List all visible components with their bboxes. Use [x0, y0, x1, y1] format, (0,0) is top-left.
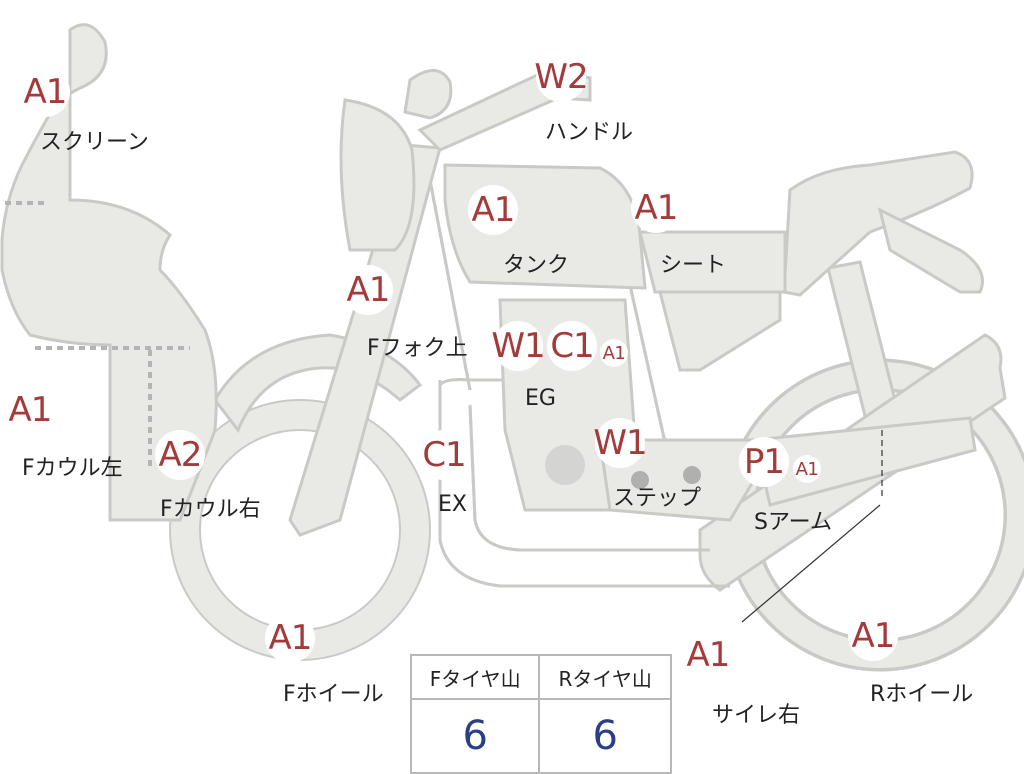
- fcowl-left-grade-badge: A1: [5, 385, 55, 435]
- side-cover-shape: [658, 290, 782, 372]
- engine-cover-circle: [545, 445, 585, 485]
- tire-tread-table: Fタイヤ山 Rタイヤ山 6 6: [409, 654, 672, 774]
- ex-grade-badge: C1: [419, 430, 469, 480]
- fwheel-label: Fホイール: [283, 682, 384, 707]
- eg-w1-grade-badge: W1: [491, 321, 546, 371]
- rwheel-grade-badge: A1: [848, 611, 898, 661]
- tank-grade-badge: A1: [468, 185, 518, 235]
- step-peg-left: [631, 471, 649, 489]
- screen-label: スクリーン: [40, 130, 149, 155]
- front-tire-value: 6: [409, 698, 541, 774]
- muffler-leader-line: [741, 504, 881, 623]
- tire-table-header-row: Fタイヤ山 Rタイヤ山: [409, 654, 672, 700]
- fwheel-grade-badge: A1: [265, 613, 315, 663]
- rear-tire-header: Rタイヤ山: [538, 654, 672, 700]
- front-tire-header: Fタイヤ山: [409, 654, 541, 700]
- eg-a1-grade-badge: A1: [600, 339, 628, 367]
- eg-label: EG: [525, 386, 556, 411]
- exhaust-header-fill: [438, 378, 560, 387]
- head-shape: [339, 98, 416, 252]
- step-grade-badge: W1: [593, 418, 648, 468]
- exhaust-pipe-inner-fill: [468, 404, 710, 552]
- tail-strut-shape: [877, 207, 984, 294]
- ffork-grade-badge: A1: [343, 265, 393, 315]
- rear-tire-value: 6: [538, 698, 672, 774]
- sarm-p1-grade-badge: P1: [739, 437, 789, 487]
- muffler-right-grade-badge: A1: [683, 630, 733, 680]
- fcowl-right-label: Fカウル右: [160, 497, 261, 522]
- step-label: ステップ: [613, 486, 702, 511]
- step-peg-right: [683, 466, 701, 484]
- sarm-a1-grade-badge: A1: [793, 455, 821, 483]
- eg-c1-grade-badge: C1: [547, 321, 597, 371]
- handle-grade-badge: W2: [534, 52, 589, 102]
- ffork-label: Fフォク上: [367, 336, 468, 361]
- fcowl-right-grade-badge: A2: [155, 430, 205, 480]
- muffler-right-label: サイレ右: [712, 703, 801, 728]
- frame-down-tube-fill: [428, 179, 472, 391]
- screen-grade-badge: A1: [20, 67, 70, 117]
- seat-label: シート: [660, 253, 727, 278]
- seat-shape: [638, 230, 787, 294]
- ex-label: EX: [438, 492, 467, 517]
- mirror-shape: [403, 69, 453, 120]
- seat-grade-badge: A1: [631, 183, 681, 233]
- tire-table-value-row: 6 6: [409, 698, 672, 774]
- exhaust-pipe-outer-fill: [438, 380, 730, 588]
- tank-label: タンク: [503, 253, 570, 278]
- fcowl-left-label: Fカウル左: [22, 456, 123, 481]
- handle-label: ハンドル: [545, 120, 634, 145]
- rwheel-label: Rホイール: [870, 682, 974, 707]
- sarm-label: Sアーム: [754, 510, 832, 535]
